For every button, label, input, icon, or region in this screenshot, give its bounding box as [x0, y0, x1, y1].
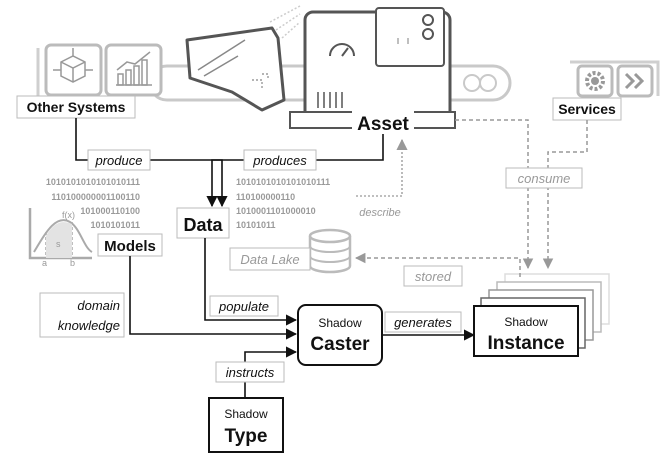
shadow-caster-box — [297, 304, 383, 366]
binary-line: 110100000110 — [236, 192, 295, 202]
shadow-instance-box — [473, 305, 579, 357]
database-icon — [308, 228, 352, 274]
consume-label-box — [505, 167, 583, 189]
generates-label-box — [384, 311, 462, 333]
function-plot-icon — [28, 208, 93, 260]
edge-instances-stored — [354, 252, 521, 277]
produce-label-box — [87, 149, 151, 171]
other-systems-icons — [36, 43, 163, 97]
produces-label-box — [243, 149, 317, 171]
gear-icon — [585, 71, 605, 91]
models-label: Models — [104, 238, 156, 255]
edge-data-to-caster — [204, 238, 298, 326]
slanted-card-icon — [185, 26, 286, 112]
populate-label-box — [209, 295, 279, 317]
domain-knowledge-label-line2: knowledge — [58, 318, 120, 333]
edge-type-to-caster — [244, 346, 298, 398]
instructs-label-box — [215, 361, 285, 383]
binary-line: 110100000001100110 — [51, 192, 140, 202]
binary-line: 101000110100 — [80, 206, 140, 216]
binary-line: 1010101011 — [90, 220, 140, 230]
shadow-type-box — [208, 397, 284, 453]
shadow-type-main: Type — [225, 426, 268, 447]
signal-lines-icon — [269, 5, 301, 39]
binary-line: 10101011 — [236, 220, 276, 230]
fast-forward-icon — [624, 72, 645, 90]
shadow-caster-top: Shadow — [318, 316, 362, 330]
data-lake-label: Data Lake — [240, 252, 299, 267]
dashed-edges — [354, 119, 588, 277]
services-label: Services — [558, 101, 616, 117]
asset-label: Asset — [357, 114, 409, 135]
bar-chart-icon — [116, 51, 152, 86]
domain-knowledge-label-line1: domain — [77, 298, 120, 313]
describe-label: describe — [359, 207, 401, 219]
plot-b-label: b — [70, 258, 75, 268]
stored-label: stored — [415, 269, 452, 284]
plot-fx-label: f(x) — [62, 210, 75, 220]
consume-label: consume — [518, 171, 571, 186]
produces-label: produces — [252, 153, 307, 168]
shadow-instance-top: Shadow — [504, 315, 548, 329]
binary-line: 1010001101000010 — [236, 206, 316, 216]
data-box — [176, 207, 230, 239]
edge-models-to-caster — [129, 256, 298, 340]
stored-label-box — [403, 265, 463, 287]
binary-line: 1010101010101010111 — [46, 177, 140, 187]
edge-describe — [356, 138, 408, 197]
cube-icon — [53, 48, 93, 83]
plot-s-label: s — [56, 239, 61, 249]
binary-line: 1010101010101010111 — [236, 177, 330, 187]
instructs-label: instructs — [226, 365, 275, 380]
shadow-type-top: Shadow — [224, 407, 268, 421]
binary-stream-right: 1010101010101010111 110100000110 1010001… — [236, 177, 330, 230]
services-icons — [570, 60, 660, 98]
data-lake-box — [229, 247, 311, 271]
domain-knowledge-label-box — [39, 292, 125, 338]
edge-asset-to-instances — [455, 119, 534, 270]
shadow-caster-main: Caster — [310, 334, 370, 355]
shadow-instance-main: Instance — [487, 333, 564, 354]
plot-a-label: a — [42, 258, 47, 268]
generates-label: generates — [394, 315, 452, 330]
produce-label: produce — [95, 153, 143, 168]
binary-stream-left: 1010101010101010111 110100000001100110 1… — [46, 177, 140, 230]
edge-services-consume — [542, 120, 588, 270]
populate-label: populate — [218, 299, 269, 314]
asset-box — [352, 110, 414, 134]
data-label: Data — [183, 215, 223, 235]
other-systems-label: Other Systems — [27, 99, 126, 115]
